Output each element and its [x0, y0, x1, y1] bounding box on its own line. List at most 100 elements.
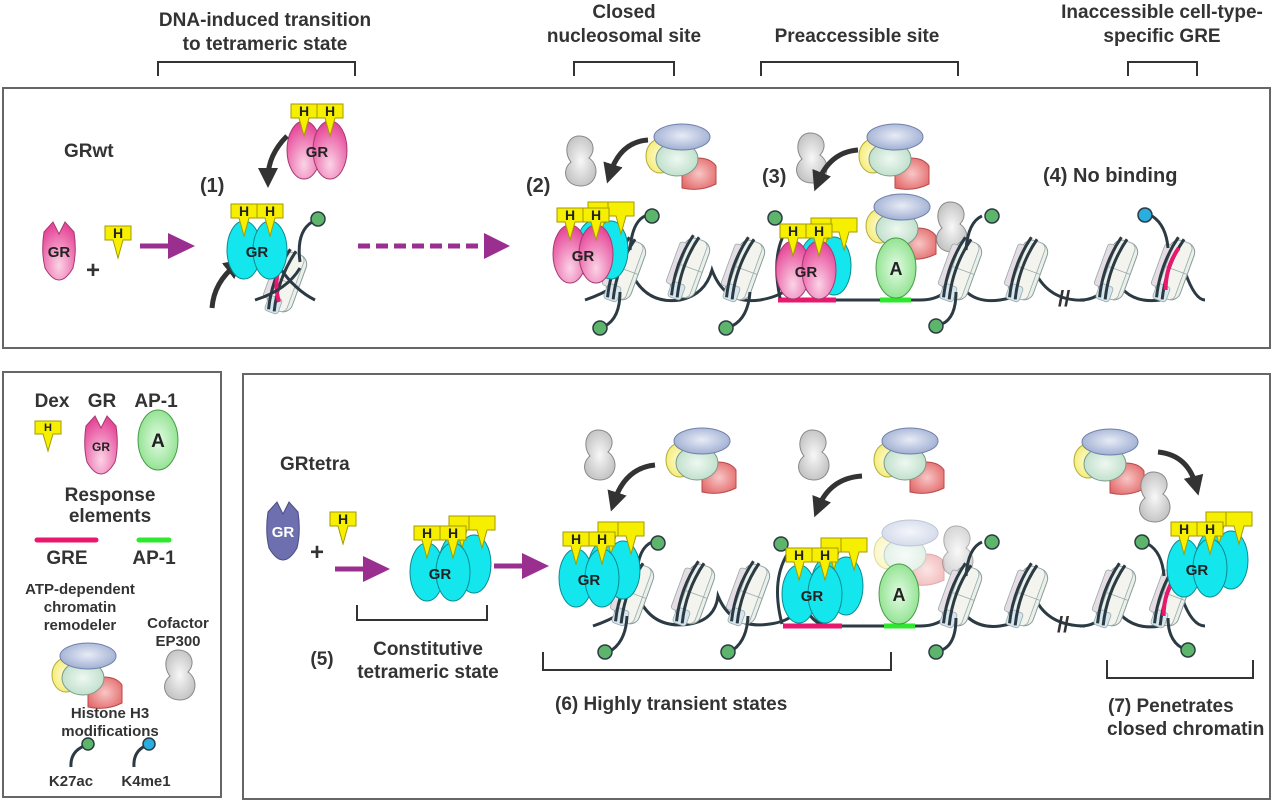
histone-tail: [964, 214, 983, 251]
hormone-dex: H: [104, 225, 132, 259]
chromatin-remodeler: [873, 427, 945, 494]
k27ac-mark: [928, 644, 944, 660]
gr-glyph: GR: [306, 144, 329, 161]
legend-k27ac-label: K27ac: [49, 773, 93, 790]
ap1-bound: A: [875, 237, 917, 299]
header-dna-induced: DNA-induced transition to tetrameric sta…: [157, 10, 371, 76]
histone-tail: [964, 540, 983, 577]
gr-tetramer-step6a: GR H H: [558, 521, 645, 608]
legend-gr-icon: GR: [84, 415, 118, 475]
gr-glyph: GR: [801, 588, 824, 605]
hormone-glyph: H: [591, 207, 601, 223]
step6-bracket: [542, 652, 892, 671]
histone-tail: [731, 291, 752, 328]
legend-remodeler-icon: [51, 642, 123, 709]
hormone-glyph: H: [1179, 521, 1189, 537]
legend-histone-line2: modifications: [61, 723, 159, 740]
k27ac-mark: [592, 320, 608, 336]
dna-strand: [254, 267, 316, 302]
legend-panel: [2, 371, 222, 798]
purple-arrow: [494, 553, 549, 579]
grwt-title: GRwt: [64, 141, 114, 162]
hormone-glyph: H: [239, 203, 249, 219]
nucleosome: [664, 556, 720, 632]
legend-ep300-icon: [164, 649, 196, 701]
header-closed-line2: nucleosomal site: [547, 26, 701, 47]
grtetra-title: GRtetra: [280, 454, 350, 475]
header-closed-nucleosomal: Closed nucleosomal site: [547, 2, 701, 76]
chromatin-remodeler: [1073, 428, 1145, 495]
hormone-glyph: H: [597, 531, 607, 547]
histone-tail: [604, 291, 622, 328]
legend-k4me1-tail: [132, 744, 146, 768]
step-5-label: (5): [310, 649, 333, 670]
step-4-label: (4) No binding: [1043, 165, 1177, 187]
ep300-cofactor: [584, 429, 616, 481]
plus-sign: +: [310, 539, 324, 566]
hormone-glyph: H: [299, 103, 309, 119]
legend-dex-icon: H: [34, 420, 62, 453]
purple-arrow: [335, 556, 390, 582]
recruit-arrow: [1157, 449, 1204, 496]
hormone-glyph: H: [448, 525, 458, 541]
step-1-label: (1): [200, 175, 224, 197]
nucleosome: [714, 232, 770, 308]
k27ac-mark: [1134, 534, 1150, 550]
gr-glyph: GR: [578, 572, 601, 589]
k27ac-mark: [650, 535, 666, 551]
header-bracket: [760, 61, 959, 76]
histone-tail: [1166, 617, 1183, 650]
legend-dex-title: Dex: [35, 391, 70, 412]
ap1-glyph: A: [890, 259, 903, 279]
step7-bracket: [1106, 660, 1254, 679]
chromatin-remodeler: [858, 123, 930, 190]
recruit-arrow: [603, 137, 649, 184]
chromatin-break-glyph: //: [1057, 612, 1069, 637]
hormone-glyph: H: [571, 531, 581, 547]
recruit-arrow: [607, 462, 656, 512]
purple-arrow: [140, 233, 195, 259]
ap1-bound: A: [878, 563, 920, 625]
gr-tetra-monomer: GR: [266, 501, 300, 561]
legend-ap1-element-label: AP-1: [132, 548, 176, 569]
k27ac-mark: [984, 208, 1000, 224]
nucleosome: [659, 230, 715, 306]
legend-remodeler-line2: chromatin: [44, 599, 117, 616]
legend-k4me1-icon: [142, 737, 156, 751]
nucleosome: [997, 232, 1053, 308]
k27ac-mark: [597, 644, 613, 660]
histone-tail: [1151, 214, 1170, 249]
chromatin-remodeler: [645, 123, 717, 190]
step-2-label: (2): [526, 175, 550, 197]
hormone-glyph: H: [44, 422, 52, 434]
recruit-arrow: [812, 147, 859, 192]
gr-glyph: GR: [246, 244, 269, 261]
header-bracket: [157, 61, 356, 76]
gr-tetramer-step3: GR H H: [775, 217, 858, 300]
k27ac-mark: [773, 536, 789, 552]
legend-remodeler-line1: ATP-dependent: [25, 581, 135, 598]
hormone-glyph: H: [1205, 521, 1215, 537]
legend-k4me1-label: K4me1: [121, 773, 170, 790]
legend-gre-label: GRE: [46, 548, 87, 569]
hormone-glyph: H: [113, 225, 123, 241]
chromatin-remodeler: [665, 427, 737, 494]
nucleosome: [997, 558, 1053, 634]
k27ac-mark: [928, 318, 944, 334]
plus-sign: +: [86, 257, 100, 284]
k27ac-mark: [310, 211, 326, 227]
step-6-label: (6) Highly transient states: [555, 694, 787, 715]
grtetra-panel: [242, 373, 1271, 800]
grwt-panel: [2, 87, 1271, 349]
header-closed-line1: Closed: [592, 2, 655, 23]
step5-bracket: [356, 605, 488, 621]
legend-cofactor-line2: EP300: [155, 633, 200, 650]
gr-wt-monomer: GR: [42, 221, 76, 281]
header-inaccessible-line2: specific GRE: [1103, 26, 1220, 47]
gr-glyph: GR: [48, 244, 71, 261]
gr-tetramer-step6b: GR H H: [781, 537, 868, 624]
gr-glyph: GR: [272, 524, 295, 541]
k27ac-mark: [984, 534, 1000, 550]
header-inaccessible-line1: Inaccessible cell-type-: [1061, 2, 1263, 23]
